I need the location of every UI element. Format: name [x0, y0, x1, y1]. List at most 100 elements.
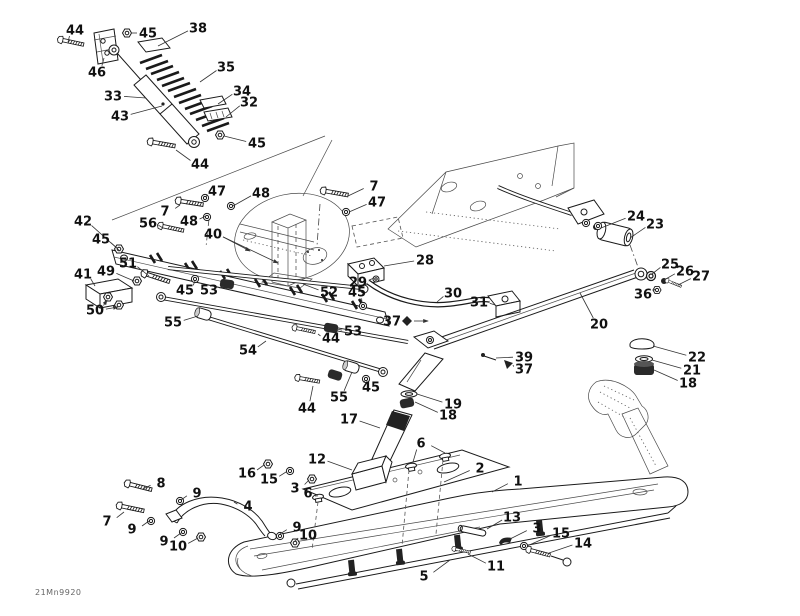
bushing-18c [399, 397, 415, 409]
leader-line [225, 105, 241, 118]
washer-47b [341, 207, 351, 217]
leader-line [362, 380, 366, 383]
leader-line [205, 194, 208, 198]
leader-line [579, 292, 594, 319]
leader-line [412, 449, 418, 463]
leader-line [512, 364, 515, 367]
ski-1 [228, 476, 689, 577]
callout-9: 9 [127, 520, 150, 538]
part-number-label: 15 [552, 527, 570, 542]
leader-line [486, 519, 503, 530]
part-number-label: 45 [176, 284, 194, 299]
part-number-label: 33 [104, 90, 122, 105]
leader-line [629, 227, 646, 239]
part-number-label: 41 [74, 268, 92, 283]
part-number-label: 46 [88, 66, 106, 81]
leader-line [491, 483, 509, 493]
leader-line [278, 471, 287, 477]
part-number-label: 32 [240, 96, 258, 111]
callout-33: 33 [104, 90, 147, 105]
leader-line [336, 328, 343, 331]
washer-15a [285, 466, 295, 476]
part-number-label: 9 [127, 523, 136, 538]
part-number-label: 45 [92, 233, 110, 248]
washer-45e [358, 301, 368, 311]
callout-53: 53 [200, 284, 225, 299]
nut-3a [307, 474, 317, 484]
part-number-label: 44 [322, 332, 340, 347]
callout-53: 53 [336, 325, 362, 340]
part-number-label: 13 [503, 511, 521, 526]
callout-51: 51 [119, 257, 150, 277]
part-number-label: 44 [191, 158, 209, 173]
runner-5 [286, 505, 677, 590]
callout-8: 8 [142, 477, 166, 492]
callout-36: 36 [634, 288, 656, 303]
callout-45: 45 [132, 27, 157, 42]
callout-23: 23 [629, 218, 664, 239]
callout-7: 7 [102, 511, 125, 530]
callout-44: 44 [317, 332, 340, 347]
leader-line [414, 401, 438, 413]
callout-45: 45 [176, 280, 196, 299]
leader-line [102, 299, 108, 306]
front-frame [239, 142, 605, 257]
part-number-label: 26 [676, 265, 694, 280]
part-number-label: 42 [74, 215, 92, 230]
part-number-label: 8 [156, 477, 165, 492]
washer-25 [645, 270, 657, 282]
center-ski-leg [361, 330, 450, 479]
part-number-label: 45 [248, 137, 266, 152]
callout-45: 45 [348, 286, 366, 304]
leader-line [223, 135, 247, 142]
part-number-label: 14 [574, 537, 592, 552]
callout-15: 15 [260, 471, 287, 488]
spring-stopper-32 [203, 107, 233, 122]
leader-line [188, 537, 199, 544]
leader-line [256, 464, 265, 471]
leader-line [199, 215, 207, 220]
part-number-label: 30 [444, 287, 462, 302]
leader-line [416, 393, 443, 403]
part-number-label: 54 [239, 344, 257, 359]
leader-line [116, 511, 125, 519]
leader-line [192, 280, 196, 286]
nut-10a [196, 532, 206, 542]
leader-line [489, 302, 496, 306]
nut-45b [215, 130, 225, 140]
shock-33-43 [108, 44, 200, 148]
bushing-18r [634, 361, 654, 375]
part-number-label: 3 [532, 522, 541, 537]
callout-2: 2 [443, 462, 485, 483]
leader-line [257, 340, 267, 348]
leader-line [652, 288, 656, 292]
callout-29: 29 [349, 276, 375, 291]
steering-fork-yoke [567, 199, 605, 225]
part-number-label: 29 [349, 276, 367, 291]
leader-line [600, 217, 626, 229]
callout-38: 38 [157, 22, 207, 47]
part-number-label: 38 [189, 22, 207, 37]
part-number-label: 48 [252, 187, 270, 202]
leader-line [142, 484, 151, 490]
part-number-label: 47 [368, 196, 386, 211]
part-number-label: 27 [692, 270, 710, 285]
upper-post [398, 352, 444, 392]
callout-40: 40 [204, 228, 279, 264]
bolt-7c [114, 500, 146, 516]
part-number-label: 39 [515, 351, 533, 366]
part-number-label: 12 [308, 453, 326, 468]
callout-47: 47 [205, 185, 226, 200]
leader-line [348, 204, 367, 213]
part-number-label: 10 [169, 540, 187, 555]
coupler-23-24 [593, 221, 634, 247]
ski-handle-4 [165, 496, 277, 541]
part-number-label: 53 [200, 284, 218, 299]
nut-50b [114, 300, 124, 310]
part-number-label: 45 [139, 27, 157, 42]
callout-30: 30 [436, 287, 462, 303]
right-spindle [588, 338, 669, 475]
leader-line [327, 460, 353, 471]
tie-rod-52 [167, 266, 369, 311]
leader-line [383, 260, 415, 267]
